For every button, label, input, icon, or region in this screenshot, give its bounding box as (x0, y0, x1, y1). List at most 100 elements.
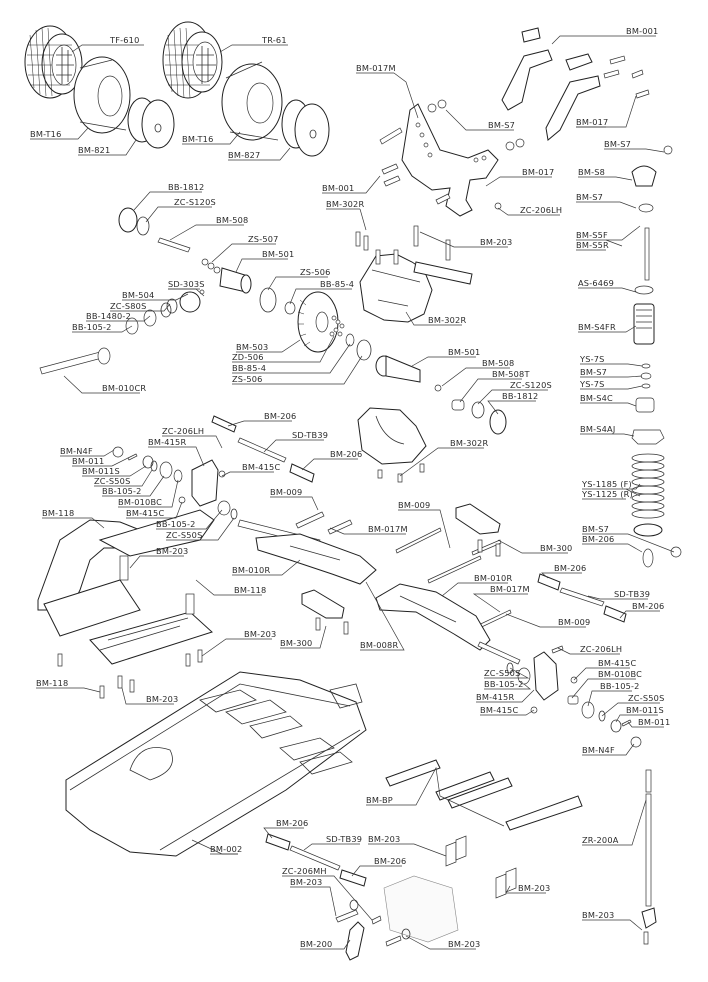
part-label: ZC-S80S (110, 301, 147, 311)
part-label: BB-105-2 (484, 679, 524, 689)
callout-bb1052-b: BB-105-2 (102, 475, 165, 497)
part-label: BM-203 (518, 883, 550, 893)
part-label: BM-S5R (576, 240, 609, 250)
front-bulkhead (37, 509, 215, 699)
leader-line (600, 201, 637, 209)
leader-line (227, 420, 264, 427)
leader-line (221, 471, 242, 477)
part-label: BM-415C (598, 658, 636, 668)
callout-bm415c-b: BM-415C (126, 501, 183, 519)
leader-line (610, 743, 635, 756)
leader-line (359, 208, 367, 231)
part-label: YS-7S (579, 354, 605, 364)
callout-bm302r-low: BM-302R (399, 438, 488, 477)
part-label: BM-009 (558, 617, 590, 627)
part-label: BM-300 (540, 543, 572, 553)
leader-line (365, 581, 405, 651)
leader-line (587, 690, 600, 707)
part-label: BM-508 (216, 215, 248, 225)
leader-line (610, 433, 635, 437)
leader-line (508, 689, 535, 703)
callout-bm010r-r: BM-010R (441, 573, 512, 597)
leader-line (289, 288, 320, 305)
part-label: BM-200 (300, 939, 332, 949)
callout-bm017m-top: BM-017M (356, 63, 419, 119)
callout-bm010r-l: BM-010R (232, 559, 301, 576)
right-suspension-arm (375, 583, 521, 665)
part-label: ZC-206MH (282, 866, 327, 876)
part-label: ZC-206LH (162, 426, 204, 436)
part-label: BM-206 (582, 534, 614, 544)
callout-bms7-shock2: BM-S7 (576, 192, 637, 209)
part-label: BM-011S (82, 466, 120, 476)
part-label: TF-610 (109, 35, 140, 45)
callout-zd506: ZD-506 (232, 335, 335, 363)
callout-bm001-top: BM-001 (551, 26, 658, 45)
leader-line (64, 687, 101, 693)
callout-bm508-a: BM-508 (169, 215, 248, 241)
leader-line (399, 447, 450, 477)
part-label: BM-N4F (582, 745, 615, 755)
leader-line (264, 339, 301, 353)
part-label: BM-206 (632, 601, 664, 611)
callout-zcs50s-a: ZC-S50S (94, 469, 153, 487)
leader-line (212, 131, 241, 145)
callout-bm203-mount: BM-203 (505, 883, 550, 894)
part-label: BM-010BC (598, 669, 642, 679)
callout-bm203-servo1: BM-203 (368, 834, 447, 857)
callout-bm508t: BM-508T (459, 369, 530, 403)
callout-bm415c-a: BM-415C (221, 462, 280, 477)
callout-sdtb39-b: SD-TB39 (587, 589, 650, 600)
callout-ys1185: YS-1185 (F) (581, 479, 641, 490)
leader-line (551, 35, 626, 45)
callout-zcs80s: ZC-S80S (110, 301, 171, 312)
part-label: YS-1125 (R) (581, 489, 633, 499)
leader-line (329, 527, 368, 535)
callout-bm017-right: BM-017 (576, 95, 637, 128)
part-label: ZC-S120S (174, 197, 216, 207)
callout-bm011s-r: BM-011S (615, 705, 664, 723)
part-label: BM-T16 (30, 129, 62, 139)
part-label: ZC-206LH (580, 644, 622, 654)
part-label: BM-203 (156, 546, 188, 556)
leader-line (308, 625, 327, 649)
leader-line (198, 517, 235, 541)
callout-bm501-a: BM-501 (235, 249, 294, 273)
rear-tire-insert (221, 61, 283, 141)
callout-bm017m-r: BM-017M (472, 584, 530, 613)
part-label: BM-203 (146, 694, 178, 704)
part-label: BM-118 (234, 585, 266, 595)
hinge-pins (395, 527, 512, 634)
callout-bm415r-l: BM-415R (148, 437, 205, 467)
part-label: BM-302R (326, 199, 364, 209)
part-label: BM-203 (582, 910, 614, 920)
leader-line (260, 335, 335, 363)
leader-line (606, 225, 641, 241)
leader-line (266, 343, 351, 374)
leader-line (263, 439, 292, 453)
callout-bm415c-c: BM-415C (573, 658, 636, 681)
callout-bms7-shock3: BM-S7 (580, 367, 643, 378)
leader-line (419, 231, 480, 248)
callout-bm009-c: BM-009 (505, 613, 590, 628)
callout-bm017m-mid: BM-017M (329, 524, 408, 535)
callout-bb1812-a: BB-1812 (133, 182, 204, 211)
leader-line (140, 303, 171, 312)
callout-bms7-shock4: BM-S7 (582, 524, 675, 553)
rear-wheel (281, 99, 330, 157)
callout-bms4c: BM-S4C (580, 393, 637, 407)
callout-zcs50s-b: ZC-S50S (166, 517, 235, 541)
leader-line (441, 582, 474, 597)
leader-line (180, 446, 205, 467)
part-label: SD-TB39 (326, 834, 362, 844)
leader-line (121, 687, 146, 705)
part-label: BM-011S (626, 705, 664, 715)
part-label: ZC-S50S (166, 530, 203, 540)
part-label: BM-010CR (102, 383, 146, 393)
leader-line (211, 243, 248, 263)
leader-line (497, 207, 520, 216)
part-label: BM-203 (368, 834, 400, 844)
leader-line (98, 457, 129, 467)
callout-tr61: TR-61 (219, 35, 288, 53)
part-label: ZS-507 (248, 234, 279, 244)
